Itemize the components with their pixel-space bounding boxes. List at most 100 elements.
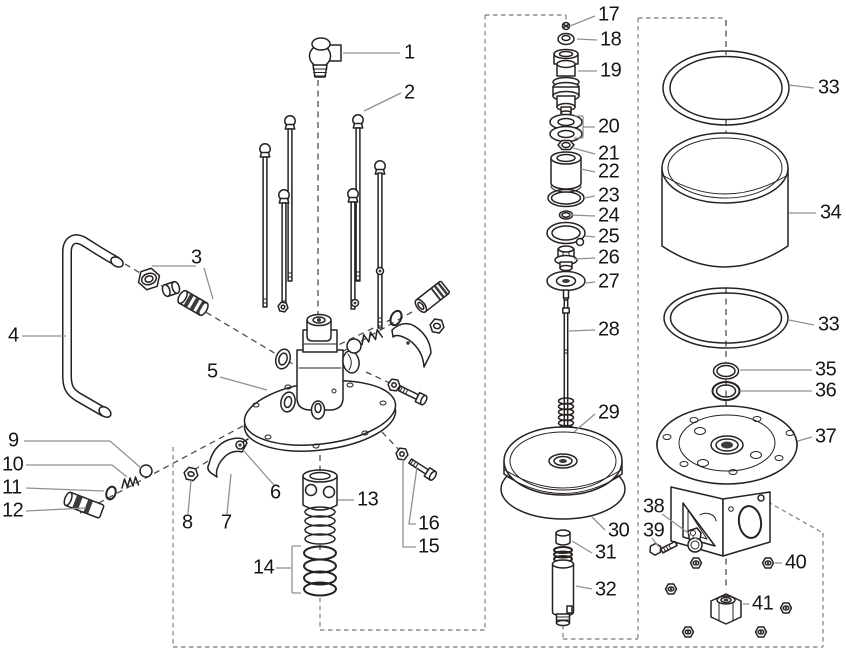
clamp-shoe-right (391, 322, 432, 368)
callout-32: 32 (595, 578, 617, 601)
callout-39: 39 (643, 519, 665, 542)
pump-housing-body (670, 486, 771, 557)
manifold-top-fasteners (277, 266, 451, 481)
callout-1: 1 (404, 41, 415, 64)
callout-31: 31 (595, 541, 617, 564)
leader-25 (584, 235, 596, 238)
part-21-nut (557, 139, 575, 151)
part-2-tie-rods (259, 114, 386, 329)
leader-7 (226, 473, 232, 515)
callout-22: 22 (598, 160, 620, 183)
callout-18: 18 (600, 28, 622, 51)
leader-8 (187, 479, 192, 515)
callout-14: 14 (253, 556, 275, 579)
leader-23 (583, 195, 596, 199)
part-25-retainer-ring (546, 221, 586, 247)
leader-24 (569, 214, 596, 217)
callout-24: 24 (598, 204, 620, 227)
leader-21 (572, 147, 596, 155)
callout-11: 11 (2, 476, 22, 499)
leader-18 (576, 38, 598, 41)
callout-13: 13 (357, 488, 379, 511)
callout-38: 38 (643, 495, 665, 518)
leader-5 (219, 376, 268, 391)
callout-26: 26 (598, 246, 620, 269)
callout-37: 37 (815, 425, 837, 448)
leader-26 (573, 257, 596, 260)
callout-20: 20 (598, 115, 620, 138)
leader-17 (569, 15, 596, 27)
callout-29: 29 (598, 401, 620, 424)
part-12-outlet-pin (63, 491, 105, 519)
callout-17: 17 (598, 3, 620, 26)
part-31-cap (555, 529, 571, 546)
callout-28: 28 (598, 318, 620, 341)
callout-30: 30 (608, 519, 630, 542)
leader-6 (242, 449, 275, 486)
callout-21: 21 (598, 142, 620, 165)
leader-2 (363, 92, 402, 112)
part-28-displacement-rod (562, 299, 570, 441)
part-22-cup (550, 151, 582, 193)
part-6-screw (235, 438, 249, 450)
part-19-piston-stack (552, 48, 580, 116)
leader-39 (651, 537, 660, 548)
callout-3: 3 (191, 246, 202, 269)
part-30-diaphragm-plate (500, 426, 626, 520)
callout-40: 40 (785, 551, 807, 574)
part-4-suction-tube (62, 234, 124, 418)
callout-19: 19 (600, 59, 622, 82)
callout-9: 9 (8, 429, 19, 452)
part-17-screw (561, 21, 571, 31)
part-39-bolt (649, 540, 678, 556)
leader-9 (24, 440, 142, 469)
grouping-dashed-boxes (172, 14, 824, 648)
leader-16 (408, 466, 418, 525)
leader-37 (797, 436, 813, 442)
part-33-gasket-top (662, 50, 790, 126)
part-1-grease-fitting (308, 37, 342, 78)
parts-artwork (62, 21, 798, 638)
part-11-o-ring (105, 485, 117, 501)
callout-15: 15 (418, 535, 440, 558)
leader-29 (573, 413, 596, 433)
callout-leader-lines (22, 15, 816, 605)
callout-7: 7 (221, 511, 232, 534)
callout-41: 41 (752, 592, 774, 615)
part-41-coupling-nut (710, 593, 742, 625)
part-34-pail-cylinder (661, 132, 789, 268)
callout-6: 6 (270, 481, 281, 504)
leader-32 (575, 585, 593, 590)
callout-27: 27 (598, 270, 620, 293)
part-38-clamp-foot (687, 527, 703, 553)
part-9-ball (139, 464, 153, 478)
part-10-spring (121, 476, 140, 489)
leader-27 (585, 281, 596, 284)
part-26-valve-fitting (554, 245, 578, 272)
part-5-manifold (243, 313, 397, 452)
leader-3 (203, 267, 214, 300)
part-23-o-ring (547, 188, 585, 208)
callout-12: 12 (2, 499, 24, 522)
part-18-cap (557, 32, 575, 46)
part-33-gasket-bottom (663, 287, 789, 349)
leader-28 (568, 329, 596, 332)
callout-25: 25 (598, 225, 620, 248)
callout-16: 16 (418, 512, 440, 535)
leader-22 (580, 168, 596, 173)
leader-10 (26, 464, 128, 478)
callout-brackets (291, 115, 584, 594)
part-36-gland-ring (711, 381, 741, 401)
callout-5: 5 (207, 360, 218, 383)
part-27-washer (546, 270, 586, 303)
leader-15 (402, 459, 416, 548)
callout-34: 34 (820, 201, 842, 224)
leader-12 (25, 507, 87, 512)
callout-23: 23 (598, 184, 620, 207)
part-37-cover-flange (656, 405, 798, 485)
callout-2: 2 (404, 81, 415, 104)
leader-33 (788, 319, 815, 326)
part-35-o-ring (712, 362, 740, 380)
